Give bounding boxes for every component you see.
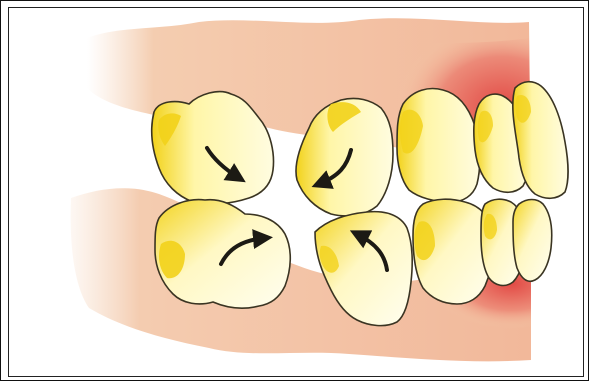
lower-left-tooth	[155, 200, 290, 308]
upper-right-teeth	[397, 82, 568, 202]
illustration-canvas	[8, 7, 584, 377]
teeth-illustration	[9, 8, 584, 377]
